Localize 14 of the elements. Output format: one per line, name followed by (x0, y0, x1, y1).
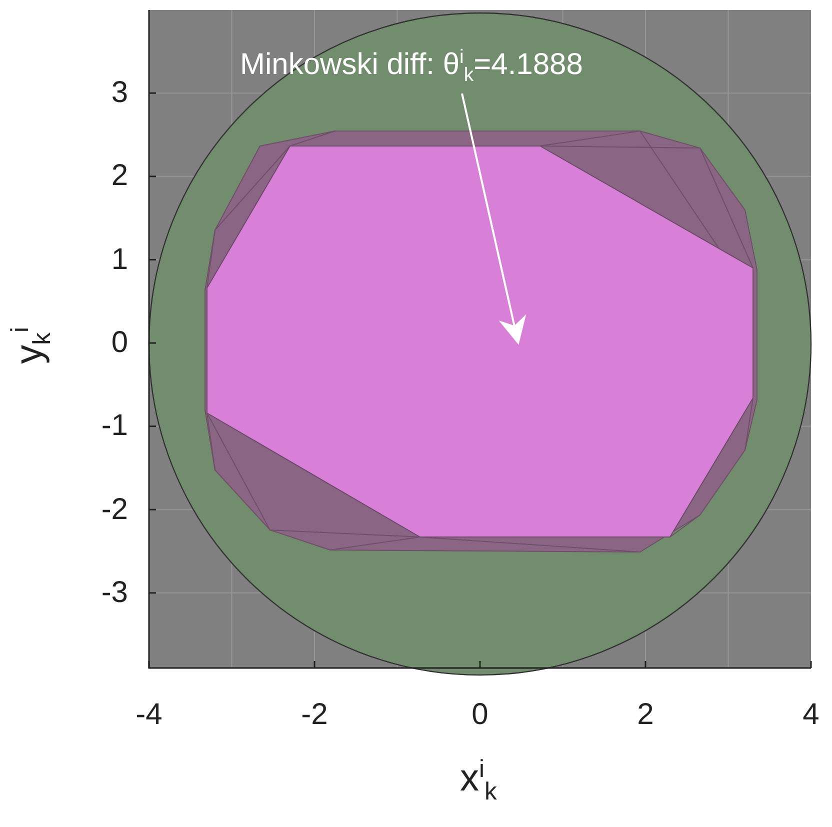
tick-label: -2 (301, 700, 328, 730)
tick-label: 0 (472, 700, 488, 730)
tick-label: -4 (136, 700, 162, 730)
tick-label: 2 (111, 161, 128, 192)
tick-label: 3 (111, 78, 128, 108)
tick-label: 1 (111, 244, 128, 275)
tick-label: -3 (101, 578, 128, 608)
tick-label: 2 (637, 700, 654, 730)
tick-label: -1 (101, 411, 128, 442)
arrow (461, 93, 526, 345)
tick-label: 0 (111, 328, 128, 358)
tick-label: -2 (101, 494, 128, 525)
polygon-region (206, 146, 754, 538)
tick-label: 4 (802, 700, 820, 730)
